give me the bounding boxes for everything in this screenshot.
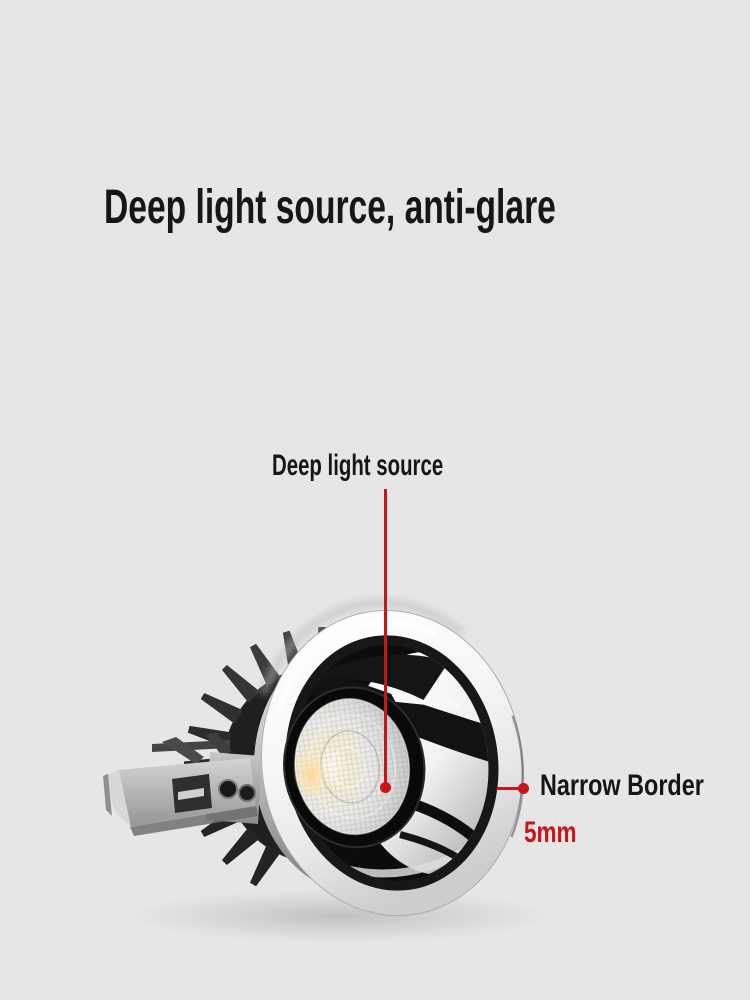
narrow-border-callout-line [497, 787, 528, 790]
soft-top-reflection [258, 597, 466, 696]
bezel-highlight [275, 618, 436, 712]
led-hotspot [292, 748, 329, 801]
narrow-border-value: 5mm [524, 816, 577, 849]
narrow-border-callout-endpoint [518, 783, 529, 794]
front-bezel [258, 597, 525, 917]
mounting-clip [103, 752, 262, 836]
deep-light-source-callout-endpoint [380, 782, 391, 793]
led-lens [283, 686, 426, 849]
narrow-border-label: Narrow Border [540, 769, 704, 802]
deep-light-source-label: Deep light source [272, 449, 444, 482]
headline: Deep light source, anti-glare [104, 181, 556, 234]
deep-light-source-callout-line [384, 489, 387, 785]
